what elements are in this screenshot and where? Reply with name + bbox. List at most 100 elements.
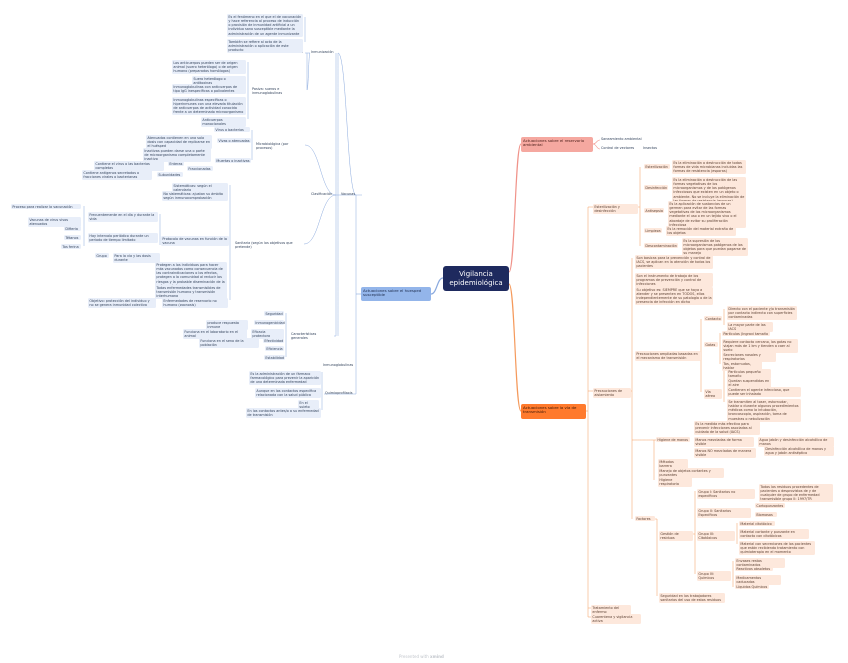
node-inmunoglobulinas[interactable]: Inmunoglobulinas xyxy=(323,363,354,367)
node-saneamiento[interactable]: Saneamiento ambiental xyxy=(601,137,642,141)
node-vacunacion-definicion[interactable]: Es el fenómeno en el que el de vacunació… xyxy=(227,14,303,37)
node-contacto[interactable]: Contacto xyxy=(704,316,722,322)
node-manos-no-visibles[interactable]: Manos NO mezcladas de manera visible xyxy=(694,448,756,458)
node-estandar-basicas[interactable]: Son basicas para la prevención y control… xyxy=(635,255,713,270)
node-prot-difteria[interactable]: Difteria xyxy=(64,226,81,232)
node-objetos-cortantes[interactable]: Manejo de objetos cortantes y punzantes xyxy=(658,468,724,478)
node-proteger[interactable]: Protegen a los individuos para hacer más… xyxy=(155,262,227,289)
node-sanitaria[interactable]: Sanitaria (según los objetivos que prete… xyxy=(235,241,293,250)
node-enfermedades-transmisibles[interactable]: Todas enfermedades transmisibles de tran… xyxy=(155,285,227,300)
node-limpieza-desc[interactable]: Es la remoción del material extraño de l… xyxy=(666,226,736,236)
node-manos-visibles-desc[interactable]: Agua jabón y desinfección alcohólica de … xyxy=(758,437,834,447)
node-enfermedades-reservorio[interactable]: Enfermedades de reservorio no humano (zo… xyxy=(162,298,228,308)
node-estandar-objetivo[interactable]: Su objetivo es: SIEMPRE que se haya a at… xyxy=(635,287,713,306)
node-frecuencia[interactable]: Frecuentemente en el día y durante la vi… xyxy=(88,212,158,222)
node-protocolo-vacuna[interactable]: Protocolo de vacunas en función de la va… xyxy=(161,236,229,246)
node-grupo-iv[interactable]: Grupo IV: Químicos xyxy=(697,571,731,581)
node-grupo-iii[interactable]: Grupo III: Citotóxicos xyxy=(697,531,735,541)
node-subunidades[interactable]: Subunidades xyxy=(157,172,183,178)
node-grupo-iv-liquidos[interactable]: Líquidos Químicos xyxy=(735,584,769,590)
node-inmunogenicidad-desc[interactable]: produce respuesta inmune xyxy=(206,320,248,330)
node-grupo-i[interactable]: Grupo I: Sanitarios no específicos xyxy=(697,489,755,499)
node-contacto-directo[interactable]: Directo con el paciente y/o transmisión … xyxy=(727,306,797,321)
node-pasiva-suero[interactable]: Suero heterólogo o antitoxinas xyxy=(192,76,246,86)
node-efectividad[interactable]: Efectividad xyxy=(263,338,284,344)
node-vacunacion-acto[interactable]: También se refiere al acto de la adminis… xyxy=(227,39,303,54)
node-muertas[interactable]: Muertas o inactivas xyxy=(215,158,251,164)
node-higiene-respiratoria[interactable]: Higiene respiratoria xyxy=(658,477,692,487)
node-vivas-desc[interactable]: Atenuados contienen en una sola dosis co… xyxy=(146,135,212,150)
node-vivas[interactable]: Vivas o atenuadas xyxy=(217,138,251,144)
node-descontaminacion[interactable]: Descontaminación xyxy=(644,243,678,249)
node-grupo-iv-reactivos[interactable]: Reactivos obsoletos xyxy=(735,566,773,572)
node-prot-proceso[interactable]: Proceso para realizar la vacunación xyxy=(11,204,81,210)
node-eficacia-desc[interactable]: Funciona en el laboratorio en el animal xyxy=(183,329,247,339)
node-esterilizacion[interactable]: Esterilización xyxy=(644,164,670,170)
node-precauciones-basadas[interactable]: Precauciones ampliadas basadas en el mec… xyxy=(635,351,701,361)
node-quimio-contactos[interactable]: Aunque en los contactos específica relac… xyxy=(255,388,321,398)
node-estabilidad[interactable]: Estabilidad xyxy=(264,355,285,361)
node-grupo-i-desc[interactable]: Todos los residuos procedentes de pacien… xyxy=(759,484,833,503)
node-higiene-efectiva[interactable]: Es la medida más efectiva para prevenir … xyxy=(694,421,760,436)
node-estandar-instrumento[interactable]: Son el instrumento de trabajo de los pro… xyxy=(635,273,713,288)
node-sistematicas[interactable]: Sistemáticas: según el calendario xyxy=(172,183,228,193)
node-aerea-inhalado[interactable]: Contienen el agente infeccioso, que pued… xyxy=(727,387,801,397)
node-antisepsia[interactable]: Antisepsia xyxy=(644,208,664,214)
node-objetivo-proteccion[interactable]: Objetivo: protección del individuo y no … xyxy=(88,298,156,308)
node-pasiva-hiperinmunes[interactable]: Inmunoglobulinas específicas o hiperinmu… xyxy=(172,97,246,116)
node-gestion-residuos[interactable]: Gestión de residuos xyxy=(659,531,693,541)
node-grupo-iii-cortante[interactable]: Material cortante y punzante en contacto… xyxy=(739,529,809,539)
node-grupo[interactable]: Grupo xyxy=(95,253,109,259)
node-aerea-particulas[interactable]: Partículas pequeño tamaño xyxy=(727,369,771,379)
node-gotas-secreciones[interactable]: Secreciones nasales y respiratorias xyxy=(722,352,776,362)
node-gotas[interactable]: Gotas xyxy=(704,342,718,348)
node-eficacia[interactable]: Eficacia protectora xyxy=(251,329,284,339)
node-intervalo[interactable]: Hay intervalo periódico durante un perio… xyxy=(88,233,158,243)
node-prot-tetanos[interactable]: Tétanos xyxy=(64,235,81,241)
node-grupo-iv-medicamentos[interactable]: Medicamentos caducados xyxy=(735,575,781,585)
node-inmunizacion[interactable]: Inmunización xyxy=(311,50,334,54)
node-grupo-ii[interactable]: Grupo II: Sanitarios Específicos xyxy=(697,508,751,518)
node-quimio-antes[interactable]: En los contactos antes/o a su enfermedad… xyxy=(246,408,321,418)
main-topic-environmental-reservoir[interactable]: Actuaciones sobre el reservorio ambienta… xyxy=(521,137,593,152)
node-tratamiento-enfermo[interactable]: Tratamiento del enfermo xyxy=(591,605,631,615)
node-vacunas[interactable]: Vacunas xyxy=(341,192,356,196)
node-grupo-desc[interactable]: Para la vía y las dosis durante xyxy=(113,253,160,263)
node-grupo-ii-biomasas[interactable]: Biomasas xyxy=(755,512,777,518)
node-control-vectores[interactable]: Control de vectores xyxy=(601,146,635,150)
node-enteras-desc[interactable]: Contiene el virus o las bacterias comple… xyxy=(94,161,164,171)
node-prot-virus-vivos[interactable]: Vacunas de virus vivos atenuados xyxy=(28,217,81,227)
node-insectos[interactable]: Insectos xyxy=(643,146,658,150)
node-metodos-barrera[interactable]: Métodos barrera xyxy=(658,459,688,469)
node-grupo-iii-secreciones[interactable]: Material con secreciones de los paciente… xyxy=(739,541,815,556)
node-muertas-desc[interactable]: Inactivas pueden darse una o parte de mi… xyxy=(143,148,211,163)
node-esterilizacion-desc[interactable]: Es la eliminación o destrucción de todas… xyxy=(672,160,746,175)
node-gotas-tos[interactable]: Tos, estornudos, hablar xyxy=(722,361,762,371)
node-aislamiento[interactable]: Precauciones de aislamiento xyxy=(593,388,631,398)
node-grupo-iii-citotoxico[interactable]: Material citotóxico xyxy=(739,521,775,527)
central-topic[interactable]: Vigilancia epidemiológica xyxy=(443,266,509,291)
node-quimioprofilaxis[interactable]: Quimioprofilaxis xyxy=(325,391,353,395)
node-pasiva-igg[interactable]: Inmunoglobulinas con anticuerpos de tipo… xyxy=(172,84,246,94)
node-inmunogenicidad[interactable]: Inmunogenicidad xyxy=(254,320,285,326)
node-pasiva[interactable]: Pasiva: sueros e inmunoglobulinas xyxy=(252,87,283,96)
node-quimio-sujeto[interactable]: En el sujeto xyxy=(298,400,319,410)
node-gotas-particulas[interactable]: Partículas (Ingravi tamaño xyxy=(722,331,770,337)
node-enteras[interactable]: Enteras xyxy=(168,161,184,167)
node-pasiva-origen[interactable]: Los anticuerpos pueden ser de origen ani… xyxy=(172,60,246,75)
node-efectividad-desc[interactable]: Funciona en el seno de la población xyxy=(199,338,259,348)
node-clasificacion[interactable]: Clasificación xyxy=(311,192,333,196)
node-gotas-contacto[interactable]: Requiere contacto cercano, los gotas no … xyxy=(722,339,798,354)
node-quimio-def[interactable]: Es la administración de un fármaco farma… xyxy=(249,371,321,386)
main-topic-transmission-route[interactable]: Actuaciones sobre la vía de transmisión xyxy=(521,404,586,419)
node-fraccionadas[interactable]: Fraccionadas xyxy=(187,166,213,172)
node-aerea-suspendidas[interactable]: Quedan suspendidas en el aire xyxy=(727,378,771,388)
node-desinfeccion[interactable]: Desinfección xyxy=(644,185,668,191)
node-microbiologica[interactable]: Microbiológica (por procesos) xyxy=(256,142,289,151)
node-grupo-ii-cortopunzantes[interactable]: Cortopunzantes xyxy=(755,503,785,509)
node-cuarentena[interactable]: Cuarentena y vigilancia activa xyxy=(591,614,641,624)
node-no-sistematicas[interactable]: No sistemáticas: ajustan su ámbito según… xyxy=(162,191,228,201)
node-grupo-iv-envases[interactable]: Envases restos contaminados xyxy=(735,558,785,568)
node-caracteristicas[interactable]: Características generales xyxy=(291,332,317,341)
node-antisepsia-desc[interactable]: Es la aplicación de sustancias de un ger… xyxy=(668,201,746,228)
